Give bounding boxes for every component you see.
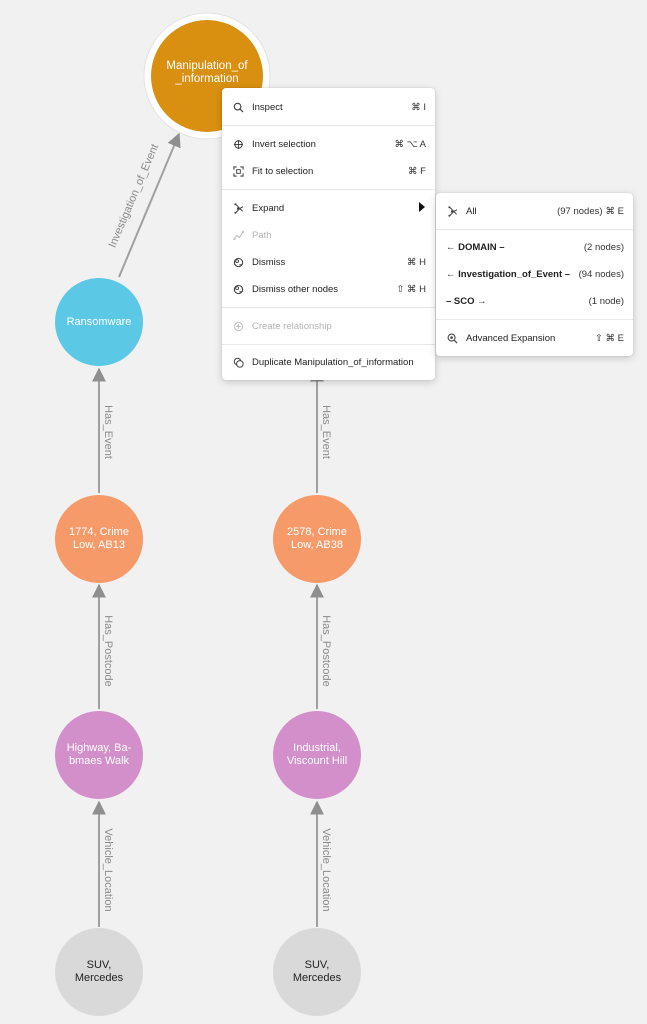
menu-item-dismiss[interactable]: Dismiss ⌘ H	[222, 249, 435, 275]
relationship-has-postcode-left[interactable]: Has_Postcode	[92, 583, 114, 709]
menu-item-label: Invert selection	[252, 138, 316, 150]
menu-item-shortcut: ⌘ E	[605, 205, 624, 217]
menu-item-shortcut: ⌘ ⌥ A	[394, 138, 426, 150]
add-circle-icon	[232, 320, 244, 332]
menu-item-inspect[interactable]: Inspect ⌘ I	[222, 94, 435, 120]
node-location-highway[interactable]	[55, 711, 143, 799]
submenu-item-domain[interactable]: ← DOMAIN – (2 nodes)	[436, 234, 633, 260]
relationship-direction-label: ← Investigation_of_Event –	[446, 268, 571, 280]
relationship-direction-label: – SCO →	[446, 295, 487, 307]
menu-item-label: Dismiss	[252, 256, 286, 268]
menu-item-label: Expand	[252, 202, 285, 214]
relationship-has-event-right[interactable]: Has_Event	[310, 367, 332, 493]
submenu-item-advanced-expansion[interactable]: Advanced Expansion ⇧ ⌘ E	[436, 325, 633, 351]
menu-item-label: Inspect	[252, 101, 283, 113]
search-icon	[232, 101, 244, 113]
menu-item-label: Advanced Expansion	[466, 332, 556, 344]
submenu-arrow-icon	[418, 201, 426, 215]
expand-submenu: All (97 nodes) ⌘ E ← DOMAIN – (2 nodes) …	[436, 193, 633, 356]
menu-item-shortcut: ⇧ ⌘ H	[396, 283, 426, 295]
menu-divider	[222, 344, 435, 345]
expand-icon	[446, 205, 458, 217]
menu-item-duplicate[interactable]: Duplicate Manipulation_of_information	[222, 349, 435, 375]
menu-item-dismiss-other-nodes[interactable]: Dismiss other nodes ⇧ ⌘ H	[222, 276, 435, 302]
dismiss-icon	[232, 256, 244, 268]
menu-divider	[436, 229, 633, 230]
node-count: (94 nodes)	[578, 268, 624, 280]
relationship-label: Vehicle_Location	[320, 828, 332, 911]
relationship-label: Vehicle_Location	[102, 828, 114, 911]
node-ransomware[interactable]	[55, 278, 143, 366]
advanced-search-icon	[446, 332, 458, 344]
node-crime-1774[interactable]	[55, 495, 143, 583]
relationship-vehicle-location-left[interactable]: Vehicle_Location	[92, 800, 114, 927]
menu-item-fit-to-selection[interactable]: Fit to selection ⌘ F	[222, 158, 435, 184]
menu-divider	[222, 125, 435, 126]
relationship-vehicle-location-right[interactable]: Vehicle_Location	[310, 800, 332, 927]
node-count: (2 nodes)	[583, 241, 624, 253]
menu-item-label: Path	[252, 229, 272, 241]
menu-item-path: Path	[222, 222, 435, 248]
menu-item-shortcut: ⇧ ⌘ E	[594, 332, 624, 344]
submenu-item-all[interactable]: All (97 nodes) ⌘ E	[436, 198, 633, 224]
menu-item-label: Fit to selection	[252, 165, 314, 177]
node-context-menu: Inspect ⌘ I Invert selection ⌘ ⌥ A Fit t…	[222, 88, 435, 380]
relationship-investigation-of-event[interactable]: Investigation_of_Event	[107, 132, 181, 278]
expand-icon	[232, 202, 244, 214]
menu-item-label: Duplicate Manipulation_of_information	[252, 356, 414, 368]
duplicate-icon	[232, 356, 244, 368]
path-icon	[232, 229, 244, 241]
node-vehicle-right[interactable]	[273, 928, 361, 1016]
menu-item-invert-selection[interactable]: Invert selection ⌘ ⌥ A	[222, 131, 435, 157]
menu-item-label: Create relationship	[252, 320, 332, 332]
menu-divider	[222, 189, 435, 190]
submenu-item-investigation[interactable]: ← Investigation_of_Event – (94 nodes)	[436, 261, 633, 287]
relationship-label: Has_Event	[320, 405, 332, 459]
relationship-has-postcode-right[interactable]: Has_Postcode	[310, 583, 332, 709]
node-count: (1 node)	[588, 295, 624, 307]
fit-selection-icon	[232, 165, 244, 177]
relationship-has-event-left[interactable]: Has_Event	[92, 367, 114, 493]
menu-item-expand[interactable]: Expand	[222, 195, 435, 221]
relationship-label: Has_Event	[102, 405, 114, 459]
relationship-label: Has_Postcode	[320, 615, 332, 687]
node-count: (97 nodes)	[557, 205, 603, 217]
relationship-label: Has_Postcode	[102, 615, 114, 687]
menu-item-label: All	[466, 205, 477, 217]
menu-item-create-relationship: Create relationship	[222, 313, 435, 339]
menu-item-shortcut: ⌘ F	[408, 165, 426, 177]
relationship-direction-label: ← DOMAIN –	[446, 241, 505, 253]
node-vehicle-left[interactable]	[55, 928, 143, 1016]
menu-item-shortcut: ⌘ I	[411, 101, 426, 113]
menu-item-label: Dismiss other nodes	[252, 283, 339, 295]
node-location-industrial[interactable]	[273, 711, 361, 799]
invert-selection-icon	[232, 138, 244, 150]
menu-divider	[436, 319, 633, 320]
menu-divider	[222, 307, 435, 308]
dismiss-other-icon	[232, 283, 244, 295]
submenu-item-sco[interactable]: – SCO → (1 node)	[436, 288, 633, 314]
node-crime-2578[interactable]	[273, 495, 361, 583]
menu-item-shortcut: ⌘ H	[407, 256, 426, 268]
